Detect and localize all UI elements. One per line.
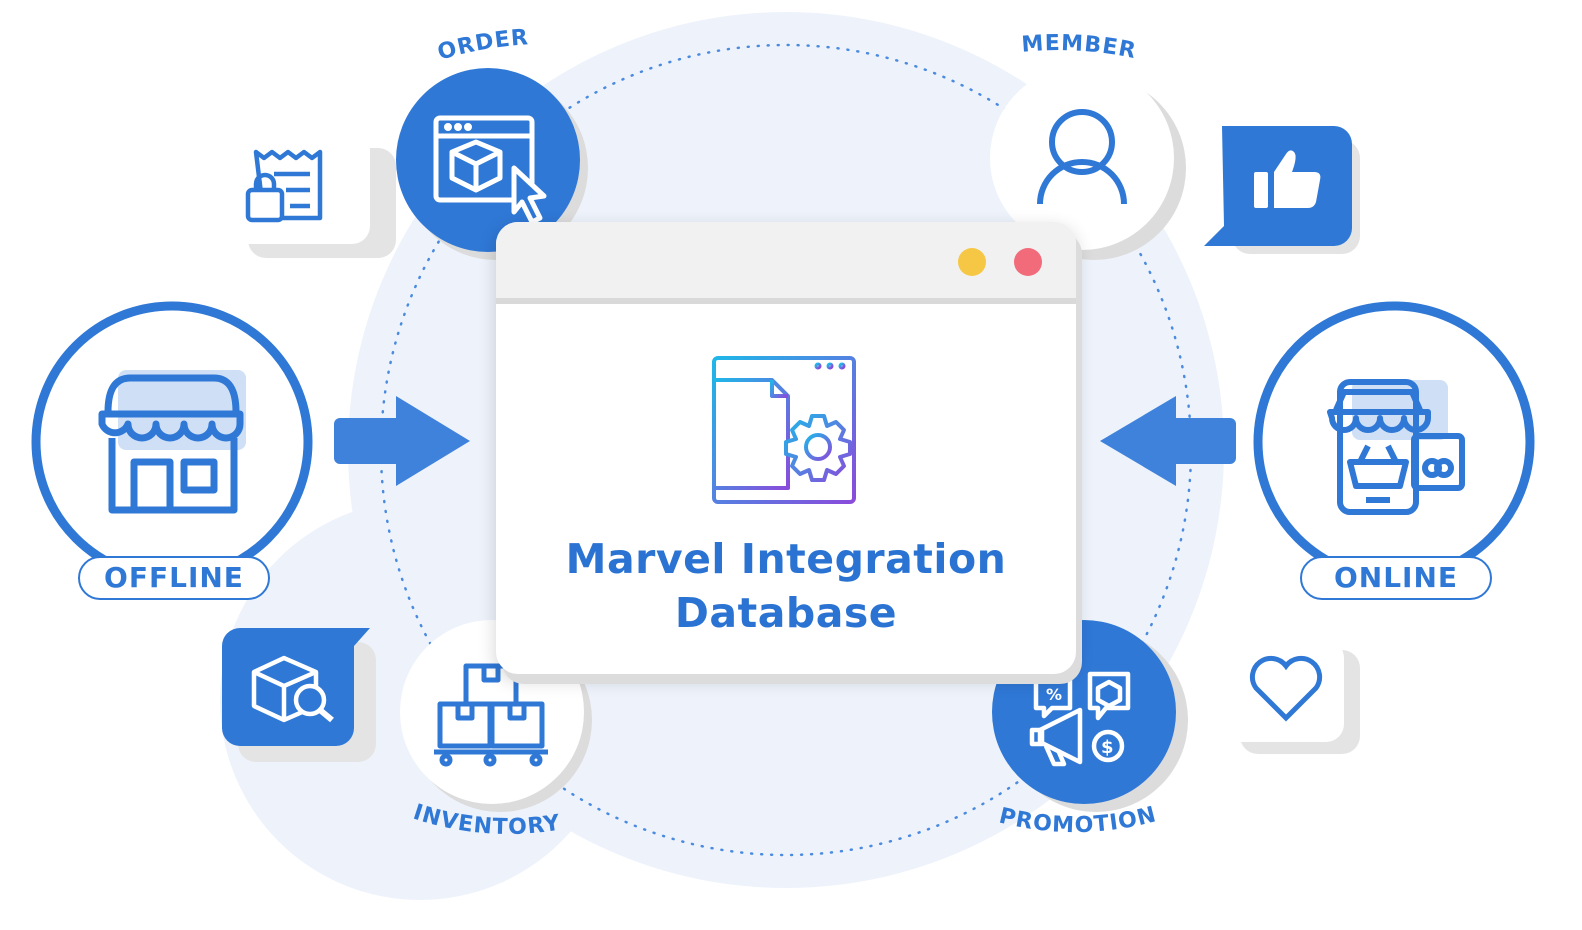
svg-text:$: $ bbox=[1101, 737, 1114, 758]
heart-card bbox=[1222, 640, 1360, 754]
offline-label: OFFLINE bbox=[78, 556, 270, 600]
arrow-right bbox=[334, 396, 470, 486]
receipt-bag-icon bbox=[245, 149, 323, 223]
order-window-box-cursor-icon bbox=[433, 115, 547, 225]
heart-icon bbox=[1249, 655, 1323, 722]
window-title-line1: Marvel Integration bbox=[565, 535, 1007, 583]
window-dot-red bbox=[1014, 248, 1042, 276]
megaphone-discount-icon: % $ bbox=[1029, 671, 1131, 767]
offline-node bbox=[31, 301, 313, 583]
order-node bbox=[396, 68, 588, 260]
storefront-icon bbox=[98, 370, 246, 514]
svg-text:%: % bbox=[1046, 685, 1062, 704]
window-title: Marvel Integration Database bbox=[496, 532, 1076, 640]
online-node bbox=[1253, 301, 1535, 583]
person-icon bbox=[1037, 109, 1127, 205]
search-card bbox=[222, 628, 376, 762]
window-title-line2: Database bbox=[674, 589, 898, 637]
thumbs-up-icon bbox=[1254, 150, 1321, 208]
mobile-shop-icon bbox=[1327, 379, 1465, 515]
order-label: ORDER bbox=[435, 25, 530, 65]
window-title-bar bbox=[496, 222, 1076, 304]
online-label: ONLINE bbox=[1300, 556, 1492, 600]
database-document-gear-icon bbox=[712, 356, 856, 504]
box-search-icon bbox=[251, 655, 334, 723]
arrow-left bbox=[1100, 396, 1236, 486]
member-node bbox=[990, 66, 1186, 260]
database-window: Marvel Integration Database bbox=[496, 222, 1076, 674]
stacked-boxes-icon bbox=[434, 663, 548, 767]
member-label: MEMBER bbox=[1021, 31, 1139, 64]
window-dot-yellow bbox=[958, 248, 986, 276]
